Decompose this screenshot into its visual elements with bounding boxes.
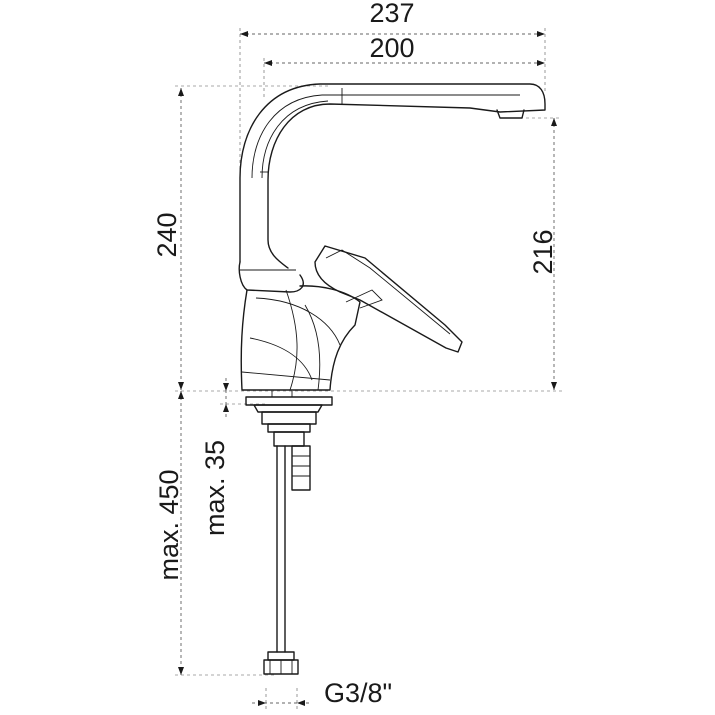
dim-lines-vertical bbox=[175, 85, 565, 676]
lever bbox=[314, 245, 463, 353]
faucet-body bbox=[238, 83, 546, 391]
dim-overall-height-label: 240 bbox=[152, 212, 182, 257]
body bbox=[240, 285, 361, 391]
dim-lines-top bbox=[239, 28, 546, 250]
hose-fitting bbox=[267, 651, 295, 661]
dim-max-deck-label: max. 35 bbox=[200, 440, 230, 536]
dim-thread-label: G3/8" bbox=[324, 678, 392, 708]
dim-overall-length-label: 237 bbox=[369, 0, 414, 28]
supply-hose bbox=[276, 445, 286, 653]
dim-thread-line bbox=[252, 688, 312, 710]
spout bbox=[239, 83, 546, 269]
mounting-nut bbox=[245, 396, 333, 406]
mounting-assembly bbox=[245, 391, 333, 675]
dim-spout-reach-label: 200 bbox=[369, 33, 414, 63]
threaded-rod bbox=[291, 445, 311, 491]
aerator bbox=[496, 109, 525, 119]
dim-spout-height-label: 216 bbox=[528, 229, 558, 274]
dim-max-hose-label: max. 450 bbox=[154, 469, 184, 580]
